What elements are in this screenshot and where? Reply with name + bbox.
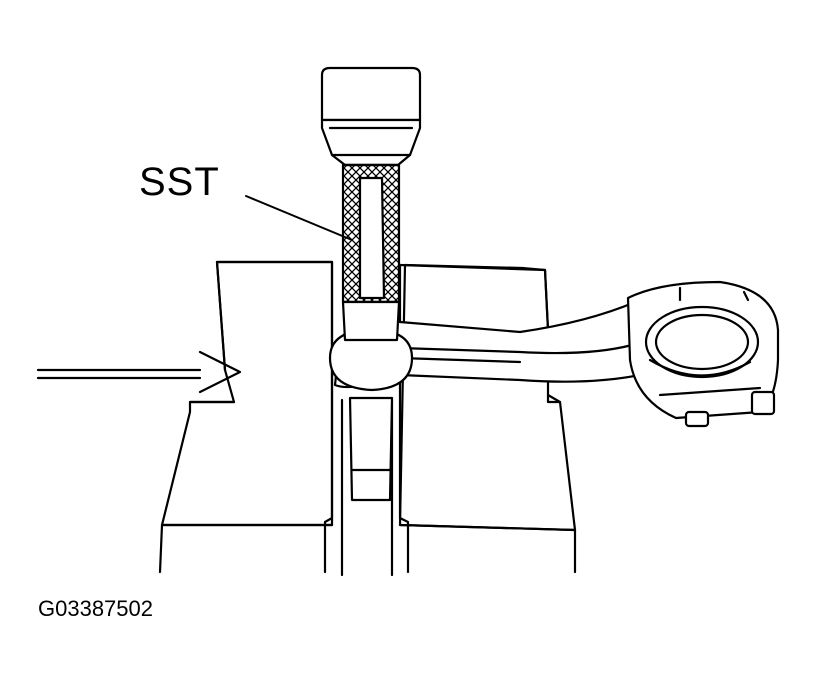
piston-pin bbox=[341, 300, 401, 502]
press-ram bbox=[320, 66, 422, 167]
figure-id-label: G03387502 bbox=[38, 596, 153, 621]
sst-leader-line bbox=[245, 195, 353, 241]
connecting-rod bbox=[328, 280, 780, 428]
direction-arrow bbox=[36, 368, 202, 380]
sst-tool bbox=[341, 163, 401, 304]
sst-callout-label: SST bbox=[139, 160, 220, 204]
